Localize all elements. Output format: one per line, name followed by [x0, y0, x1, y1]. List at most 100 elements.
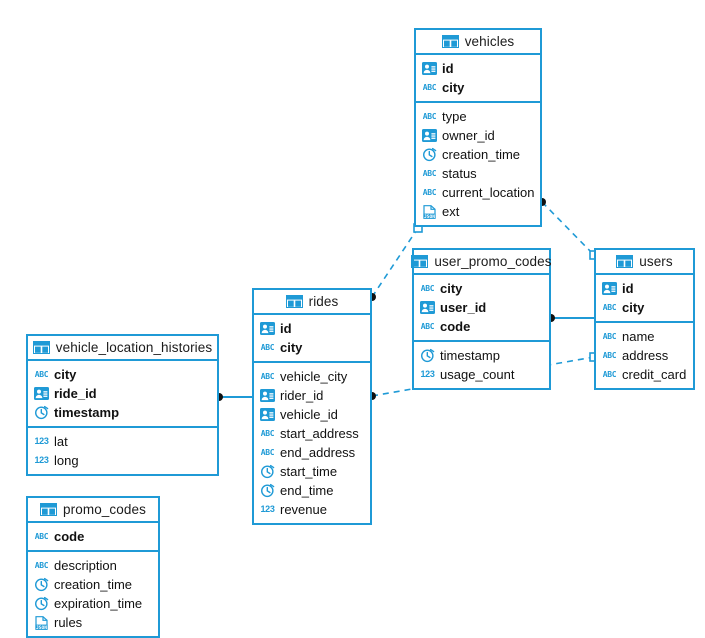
abc-string-icon: ABC: [260, 447, 275, 457]
field-name: creation_time: [54, 577, 133, 592]
field-row[interactable]: 123 usage_count: [414, 365, 549, 384]
table-header[interactable]: user_promo_codes: [411, 250, 552, 275]
table-header[interactable]: rides: [254, 290, 370, 315]
field-name: city: [280, 340, 303, 355]
field-row[interactable]: creation_time: [28, 575, 158, 594]
abc-string-icon: ABC: [422, 187, 437, 197]
field-row[interactable]: id: [416, 59, 540, 78]
field-row[interactable]: ride_id: [28, 384, 217, 403]
field-row[interactable]: ABC city: [254, 338, 370, 357]
field-row[interactable]: ABC end_address: [254, 443, 370, 462]
clock-icon: [34, 596, 49, 611]
svg-text:JSON: JSON: [36, 624, 47, 629]
field-name: description: [54, 558, 117, 573]
table-grid-icon: [285, 295, 303, 308]
table-name: promo_codes: [63, 502, 146, 517]
rel-user-promo-codes-users[interactable]: [547, 314, 594, 322]
field-row[interactable]: id: [254, 319, 370, 338]
rel-vehicle-location-histories-rides[interactable]: [215, 393, 252, 401]
field-row[interactable]: ABC status: [416, 164, 540, 183]
id-card-icon: [260, 388, 275, 403]
clock-icon: [34, 577, 49, 592]
abc-string-icon: ABC: [422, 111, 437, 121]
abc-string-icon: ABC: [34, 531, 49, 541]
field-row[interactable]: expiration_time: [28, 594, 158, 613]
id-card-icon: [260, 407, 275, 422]
field-name: start_time: [280, 464, 338, 479]
field-row[interactable]: timestamp: [414, 346, 549, 365]
field-name: end_address: [280, 445, 356, 460]
table-header[interactable]: promo_codes: [28, 498, 158, 523]
field-row[interactable]: owner_id: [416, 126, 540, 145]
123-number-icon: 123: [34, 455, 49, 465]
abc-string-icon: ABC: [260, 342, 275, 352]
field-row[interactable]: rider_id: [254, 386, 370, 405]
table-name: users: [639, 254, 673, 269]
field-name: start_address: [280, 426, 359, 441]
field-name: ride_id: [54, 386, 97, 401]
field-name: status: [442, 166, 477, 181]
field-name: usage_count: [440, 367, 515, 382]
abc-string-icon: ABC: [602, 369, 617, 379]
clock-icon: [260, 483, 275, 498]
field-name: long: [54, 453, 79, 468]
123-number-icon: 123: [34, 436, 49, 446]
123-number-icon: 123: [420, 369, 435, 379]
table-name: user_promo_codes: [434, 254, 552, 269]
field-row[interactable]: creation_time: [416, 145, 540, 164]
id-card-icon: [420, 300, 435, 315]
field-row[interactable]: user_id: [414, 298, 549, 317]
table-header[interactable]: vehicle_location_histories: [28, 336, 217, 361]
field-row[interactable]: 123 lat: [28, 432, 217, 451]
table-header[interactable]: users: [596, 250, 693, 275]
field-name: city: [440, 281, 463, 296]
table-name: vehicle_location_histories: [55, 340, 213, 355]
clock-icon: [422, 147, 437, 162]
json-document-icon: JSON: [34, 615, 49, 630]
field-row[interactable]: 123 long: [28, 451, 217, 470]
clock-icon: [260, 464, 275, 479]
field-row[interactable]: vehicle_id: [254, 405, 370, 424]
field-row[interactable]: start_time: [254, 462, 370, 481]
field-name: lat: [54, 434, 68, 449]
field-row[interactable]: id: [596, 279, 693, 298]
abc-string-icon: ABC: [422, 168, 437, 178]
field-name: id: [622, 281, 634, 296]
table-header[interactable]: vehicles: [416, 30, 540, 55]
field-row[interactable]: timestamp: [28, 403, 217, 422]
json-document-icon: JSON: [422, 204, 437, 219]
field-row[interactable]: end_time: [254, 481, 370, 500]
field-name: address: [622, 348, 669, 363]
abc-string-icon: ABC: [602, 302, 617, 312]
